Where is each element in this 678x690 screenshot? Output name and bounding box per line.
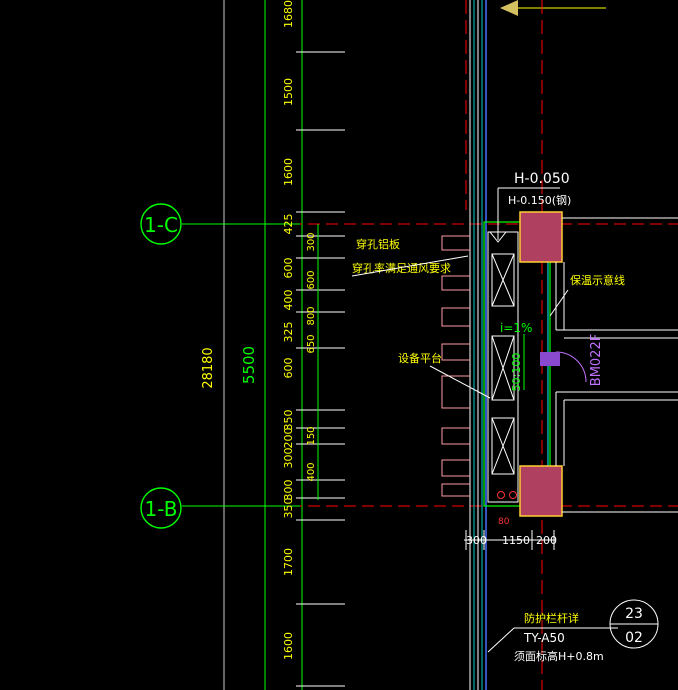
elevation-marker-icon — [500, 0, 518, 16]
elevation-sub: H-0.150(钢) — [508, 194, 571, 207]
drain-icon — [497, 491, 505, 499]
dim-200: 200 — [282, 428, 295, 449]
slope-label: i=1% — [500, 321, 532, 335]
dim-350-a: 350 — [282, 410, 295, 431]
insulation-leader — [549, 289, 569, 317]
door-leaf — [540, 352, 560, 366]
equipment-units — [491, 253, 515, 475]
elevation-triangle-icon — [488, 231, 508, 243]
inner-dim-300: 300 — [306, 232, 317, 251]
bottom-ticks — [465, 530, 555, 550]
dim-600-a: 600 — [282, 258, 295, 279]
door-swing — [555, 351, 587, 383]
drain-label: 50:100 — [510, 353, 523, 392]
dim-400: 400 — [282, 290, 295, 311]
structural-column-top — [519, 211, 563, 263]
dim-1600-b: 1600 — [282, 632, 295, 660]
vertical-dimensions: 1680 1500 1600 425 600 400 325 600 350 2… — [282, 0, 295, 660]
inner-dim-150: 150 — [306, 426, 317, 445]
interior-walls — [555, 217, 678, 513]
drain-icon-2 — [509, 491, 517, 499]
dim-1500: 1500 — [282, 78, 295, 106]
overall-dimension-total: 28180 — [201, 347, 216, 388]
railing-height: 须面标高H+0.8m — [514, 649, 604, 663]
platform-label: 设备平台 — [398, 351, 442, 365]
dim-350-b: 350 — [282, 498, 295, 519]
inner-dim-650: 650 — [306, 334, 317, 353]
axis-label-1b: 1-B — [145, 497, 178, 521]
railing-leader — [487, 627, 515, 653]
sleeve-leader — [351, 255, 469, 277]
axis-bubble-1b: 1-B — [140, 487, 182, 529]
platform-leader — [429, 365, 491, 399]
dim-425: 425 — [282, 214, 295, 235]
structural-column-bottom — [519, 465, 563, 517]
dim-600-b: 600 — [282, 358, 295, 379]
overall-dimension-span: 5500 — [240, 346, 258, 384]
railing-spec: TY-A50 — [523, 631, 565, 645]
door-tag: BM022F — [589, 334, 604, 386]
railing-label: 防护栏杆详 — [524, 611, 579, 625]
facade-wall — [469, 0, 479, 690]
dim-1680: 1680 — [282, 0, 295, 28]
detail-number: 23 — [625, 606, 643, 622]
insulation-label: 保温示意线 — [570, 273, 625, 287]
sleeve-top-label: 穿孔铝板 — [356, 237, 400, 251]
dim-300-b: 300 — [282, 480, 295, 501]
axis-label-1c: 1-C — [144, 213, 178, 237]
dimension-ticks — [296, 51, 345, 687]
inner-dim-400: 400 — [306, 462, 317, 481]
bottom-dim-1150: 1150 — [502, 534, 530, 547]
dim-325: 325 — [282, 322, 295, 343]
axis-bubble-1c: 1-C — [140, 203, 182, 245]
dim-300-a: 300 — [282, 448, 295, 469]
dim-1700: 1700 — [282, 548, 295, 576]
elevation-main: H-0.050 — [514, 171, 570, 187]
bottom-dim-200: 200 — [536, 534, 557, 547]
inner-dim-600: 600 — [306, 270, 317, 289]
inner-dimensions: 300 600 800 650 150 400 — [306, 232, 317, 481]
sleeve-note-label: 穿孔率满足通风要求 — [352, 261, 451, 275]
detail-reference-bubble: 23 02 — [609, 599, 659, 649]
detail-sheet: 02 — [625, 630, 643, 646]
perforated-panel — [441, 235, 470, 497]
inner-dim-800: 800 — [306, 306, 317, 325]
small-dim-80: 80 — [498, 517, 510, 527]
bottom-dimensions: 300 1150 200 — [466, 534, 557, 547]
dim-1600: 1600 — [282, 158, 295, 186]
bottom-dim-300: 300 — [466, 534, 487, 547]
